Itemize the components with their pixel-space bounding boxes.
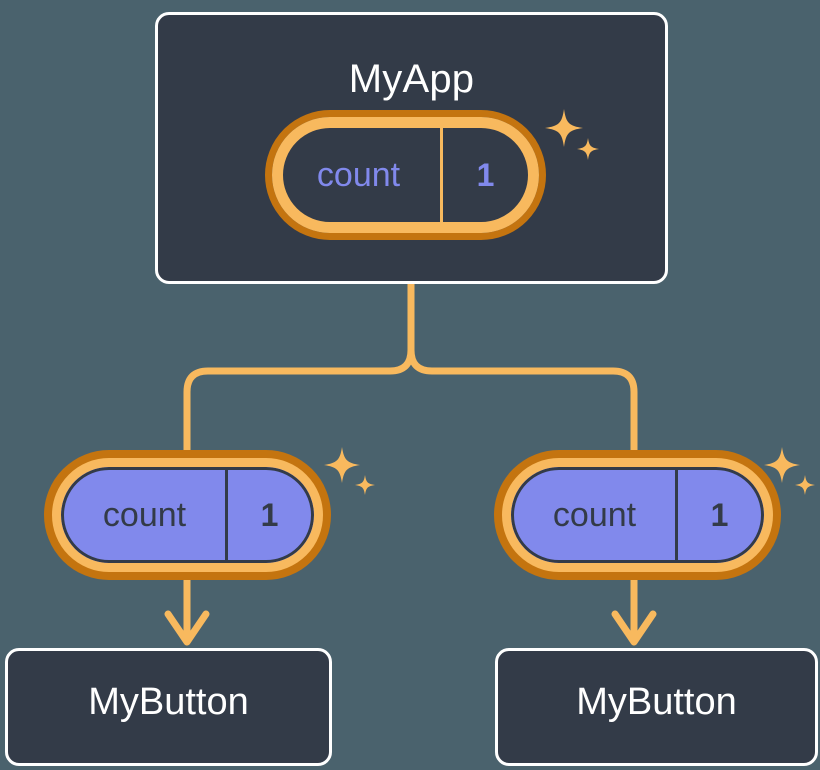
state-key-root: count <box>316 155 401 194</box>
state-pill-child-right-body: count 1 <box>511 467 764 563</box>
state-pill-child-left-body: count 1 <box>61 467 314 563</box>
state-value-child-left: 1 <box>225 470 311 560</box>
state-value-root: 1 <box>440 128 528 222</box>
sparkle-icon-child-left <box>324 447 375 495</box>
state-key-child-right: count <box>552 495 637 534</box>
state-pill-child-left-inner: count 1 <box>52 458 323 572</box>
wire-root-to-right-child <box>407 280 638 456</box>
component-title-mybutton-right: MyButton <box>576 681 737 723</box>
component-node-mybutton-right[interactable]: MyButton <box>495 648 818 766</box>
state-value-child-right: 1 <box>675 470 761 560</box>
state-pill-child-right[interactable]: count 1 <box>494 450 781 580</box>
state-key-child-left: count <box>102 495 187 534</box>
arrow-down-icon-left <box>164 610 210 646</box>
component-title-myapp: MyApp <box>348 57 475 101</box>
arrow-down-icon-right <box>611 610 657 646</box>
state-pill-root[interactable]: count 1 <box>265 110 546 240</box>
state-pill-child-left[interactable]: count 1 <box>44 450 331 580</box>
component-node-mybutton-left[interactable]: MyButton <box>5 648 332 766</box>
state-pill-root-inner: count 1 <box>272 117 539 233</box>
wire-root-to-left-child <box>183 280 415 456</box>
state-pill-child-right-inner: count 1 <box>502 458 773 572</box>
component-title-mybutton-left: MyButton <box>88 681 249 723</box>
